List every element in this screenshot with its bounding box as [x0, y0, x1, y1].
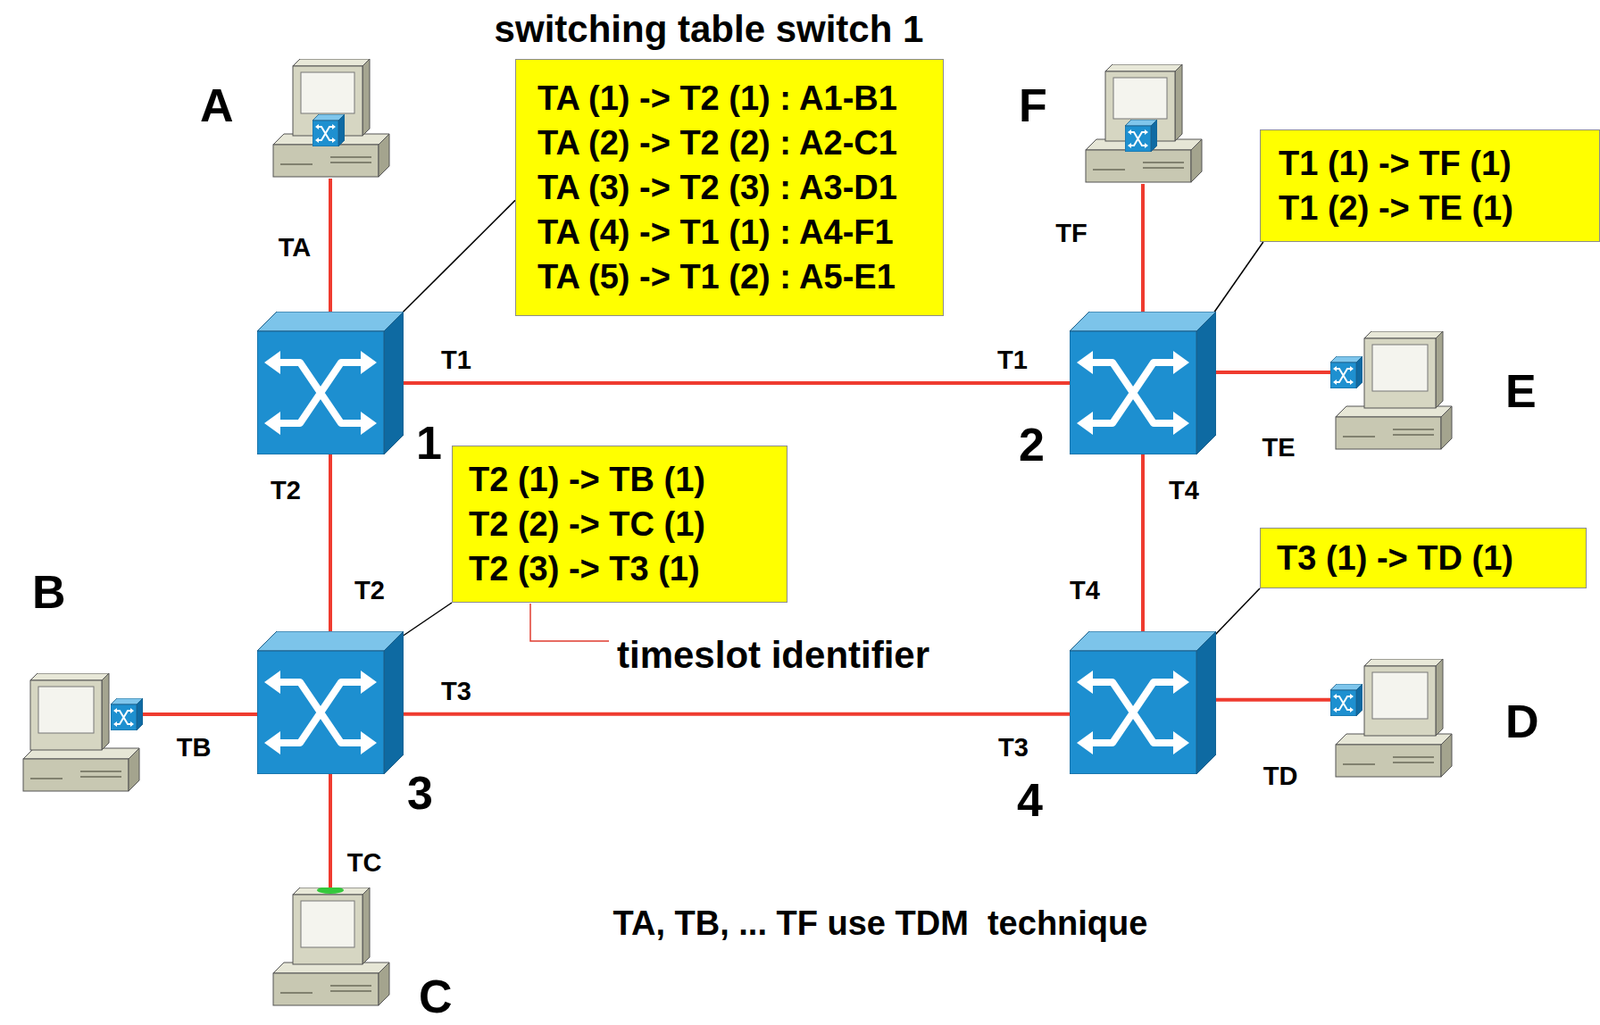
port-label: TE	[1261, 432, 1295, 464]
switch-symbol	[1069, 311, 1217, 455]
switch-icon	[1069, 311, 1217, 455]
port-label: TF	[1055, 217, 1087, 250]
computer-node: C	[267, 887, 393, 1008]
computer-icon	[1080, 64, 1206, 184]
port-label: TB	[176, 732, 212, 764]
switching-table: TA (1) -> T2 (1) : A1-B1TA (2) -> T2 (2)…	[515, 58, 944, 317]
table-row: TA (4) -> T1 (1) : A4-F1	[537, 209, 922, 255]
table-row: T2 (2) -> TC (1)	[468, 501, 771, 547]
computer-icon	[1330, 658, 1456, 779]
port-label: TC	[347, 847, 383, 879]
host-letter: E	[1505, 367, 1537, 415]
switch-icon	[1069, 631, 1217, 775]
port-label: T3	[441, 675, 472, 708]
link-line	[328, 454, 333, 632]
link-line	[1216, 698, 1331, 702]
switch-symbol	[1069, 631, 1217, 775]
leader-line	[399, 602, 452, 639]
port-label: T2	[354, 575, 385, 607]
computer-icon	[267, 58, 393, 179]
computer-icon	[1330, 331, 1456, 451]
port-label: TA	[278, 232, 312, 264]
switch-node: 3	[257, 631, 404, 775]
annotation: timeslot identifier	[616, 633, 930, 678]
computer-node: D	[1330, 658, 1456, 779]
link-line	[1141, 454, 1145, 632]
table-row: TA (1) -> T2 (1) : A1-B1	[537, 75, 922, 121]
computer-node: F	[1080, 64, 1206, 184]
host-letter: C	[418, 973, 453, 1020]
computer-symbol	[1330, 658, 1452, 777]
port-label: T4	[1069, 575, 1100, 607]
link-line	[1141, 183, 1145, 312]
computer-symbol	[273, 58, 390, 177]
leader-line	[399, 200, 516, 316]
host-letter: A	[200, 82, 234, 129]
diagram-title: switching table switch 1	[494, 7, 925, 52]
switch-symbol	[257, 631, 404, 775]
table-row: T2 (1) -> TB (1)	[468, 457, 771, 502]
port-label: T4	[1168, 475, 1200, 507]
link-line	[142, 712, 258, 717]
switch-node: 2	[1069, 311, 1217, 455]
switch-icon	[257, 311, 404, 455]
port-label: T1	[441, 344, 472, 376]
switching-table: T1 (1) -> TF (1)T1 (2) -> TE (1)	[1259, 129, 1600, 242]
link-line	[328, 774, 333, 888]
port-label: T3	[998, 732, 1029, 764]
table-row: TA (2) -> T2 (2) : A2-C1	[537, 120, 922, 166]
switch-icon	[257, 631, 404, 775]
table-row: TA (3) -> T2 (3) : A3-D1	[537, 165, 922, 210]
switch-node: 1	[257, 311, 404, 455]
switch-number: 4	[1016, 776, 1043, 824]
table-row: T3 (1) -> TD (1)	[1276, 535, 1570, 581]
table-row: T1 (2) -> TE (1)	[1278, 185, 1582, 231]
switch-number: 2	[1018, 421, 1045, 468]
switch-node: 4	[1069, 631, 1217, 775]
computer-node: A	[267, 58, 393, 179]
link-line	[1216, 370, 1331, 375]
computer-symbol	[273, 886, 390, 1006]
port-label: T1	[997, 344, 1028, 376]
host-letter: B	[32, 568, 67, 616]
host-letter: D	[1505, 698, 1540, 745]
leader-line	[530, 603, 609, 642]
switch-symbol	[257, 311, 404, 455]
port-label: T2	[270, 475, 301, 507]
leader-line	[1211, 241, 1264, 317]
table-row: T1 (1) -> TF (1)	[1278, 141, 1582, 186]
switch-number: 1	[416, 419, 442, 467]
switch-number: 3	[407, 769, 434, 817]
switching-table: T2 (1) -> TB (1)T2 (2) -> TC (1)T2 (3) -…	[451, 445, 788, 603]
computer-symbol	[1085, 64, 1202, 183]
computer-node: E	[1330, 331, 1456, 451]
port-label: TD	[1263, 760, 1299, 792]
computer-node: B	[17, 673, 143, 793]
computer-symbol	[23, 673, 143, 792]
table-row: TA (5) -> T1 (2) : A5-E1	[537, 254, 922, 300]
computer-symbol	[1330, 331, 1452, 450]
computer-icon	[267, 887, 393, 1008]
computer-icon	[17, 673, 143, 793]
link-line	[403, 381, 1070, 385]
link-line	[403, 712, 1070, 717]
host-letter: F	[1018, 82, 1048, 129]
leader-line	[1211, 588, 1260, 639]
note: TA, TB, ... TF use TDM technique	[613, 903, 1149, 945]
table-row: T2 (3) -> T3 (1)	[468, 546, 771, 592]
switching-table: T3 (1) -> TD (1)	[1259, 527, 1587, 589]
link-line	[328, 178, 333, 312]
